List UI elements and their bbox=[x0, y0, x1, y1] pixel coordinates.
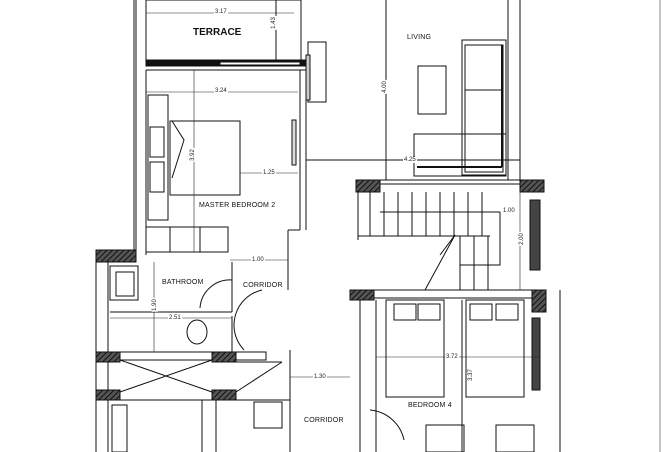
dim-bathroom-width: 2.51 bbox=[168, 315, 182, 321]
dim-bedroom4-depth: 3.37 bbox=[467, 368, 474, 382]
dim-living-width: 4.25 bbox=[403, 157, 417, 163]
dim-master-clearance: 1.25 bbox=[262, 170, 276, 176]
dim-corridor-lower-width: 1.30 bbox=[313, 374, 327, 380]
dim-master-width: 3.24 bbox=[214, 88, 228, 94]
dim-stair-depth: 2.00 bbox=[518, 232, 525, 246]
room-label-master-bedroom: MASTER BEDROOM 2 bbox=[199, 202, 276, 209]
room-label-terrace: TERRACE bbox=[193, 27, 242, 38]
dim-bathroom-depth: 1.90 bbox=[151, 298, 158, 312]
room-label-bedroom-4: BEDROOM 4 bbox=[408, 402, 452, 409]
coffee-table bbox=[417, 65, 447, 115]
bed-1 bbox=[385, 299, 445, 398]
stair-treads bbox=[369, 192, 489, 290]
dim-living-depth: 4.00 bbox=[381, 80, 388, 94]
bed-2 bbox=[465, 299, 525, 398]
room-label-corridor-lower: CORRIDOR bbox=[304, 417, 344, 424]
room-label-living: LIVING bbox=[407, 34, 432, 41]
room-label-corridor-upper: CORRIDOR bbox=[243, 282, 283, 289]
room-label-bathroom: BATHROOM bbox=[162, 279, 204, 286]
toilet bbox=[186, 319, 208, 345]
dim-terrace-width: 3.17 bbox=[214, 9, 228, 15]
dim-stair-landing: 1.00 bbox=[502, 208, 516, 214]
dim-master-depth: 3.92 bbox=[189, 148, 196, 162]
dim-bedroom4-width: 3.72 bbox=[445, 354, 459, 360]
dim-corridor-width: 1.00 bbox=[251, 257, 265, 263]
dim-terrace-depth: 1.43 bbox=[270, 16, 277, 30]
